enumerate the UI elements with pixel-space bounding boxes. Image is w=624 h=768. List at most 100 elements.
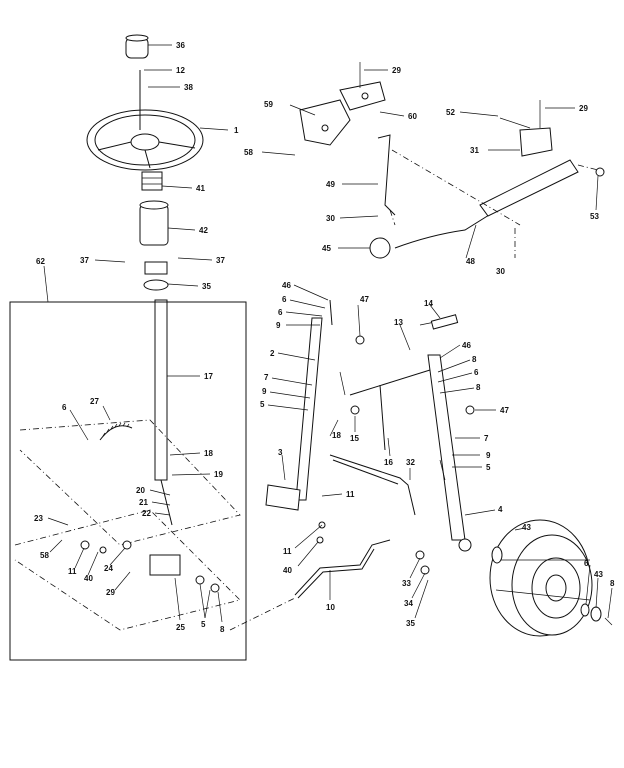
callout: 36 — [176, 41, 185, 50]
callout-numbers: 36 12 38 1 41 42 37 37 35 62 17 6 27 18 … — [34, 41, 615, 634]
drag-link — [329, 454, 430, 575]
callout: 27 — [90, 397, 99, 406]
lower-shaft-parts — [80, 540, 220, 593]
callout: 8 — [220, 625, 225, 634]
callout: 37 — [80, 256, 89, 265]
callout: 49 — [326, 180, 335, 189]
callout: 29 — [392, 66, 401, 75]
callout: 31 — [470, 146, 479, 155]
callout: 16 — [384, 458, 393, 467]
callout: 14 — [424, 299, 433, 308]
drag-link-rod — [369, 134, 506, 259]
callout: 21 — [139, 498, 148, 507]
steering-sector-gear — [99, 422, 133, 441]
tie-rod-assembly — [349, 314, 459, 451]
middle-right-leaders — [267, 284, 613, 619]
callout: 4 — [498, 505, 503, 514]
leader-lines — [43, 44, 229, 623]
callout: 59 — [264, 100, 273, 109]
callout: 32 — [406, 458, 415, 467]
callout: 46 — [282, 281, 291, 290]
steering-wheel — [86, 70, 204, 171]
callout: 8 — [476, 383, 481, 392]
callout: 47 — [360, 295, 369, 304]
callout: 9 — [262, 387, 267, 396]
steering-shaft — [154, 299, 173, 526]
callout: 37 — [216, 256, 225, 265]
callout: 48 — [466, 257, 475, 266]
callout: 1 — [234, 126, 239, 135]
callout: 58 — [244, 148, 253, 157]
callout: 30 — [326, 214, 335, 223]
callout: 35 — [406, 619, 415, 628]
callout: 23 — [34, 514, 43, 523]
steering-wheel-cap — [125, 34, 149, 59]
callout: 52 — [446, 108, 455, 117]
steering-link — [294, 521, 391, 599]
steering-assembly-box — [9, 301, 247, 661]
callout: 5 — [260, 400, 265, 409]
callout: 8 — [472, 355, 477, 364]
callout: 18 — [332, 431, 341, 440]
callout: 5 — [486, 463, 491, 472]
steering-adapter — [141, 171, 163, 191]
callout: 3 — [278, 448, 283, 457]
callout: 22 — [142, 509, 151, 518]
callout: 43 — [594, 570, 603, 579]
mounting-plate — [14, 419, 241, 631]
callout: 6 — [282, 295, 287, 304]
callout: 6 — [278, 308, 283, 317]
steering-bushing — [143, 261, 169, 291]
callout: 29 — [579, 104, 588, 113]
callout: 15 — [350, 434, 359, 443]
callout: 9 — [486, 451, 491, 460]
callout: 38 — [184, 83, 193, 92]
connection-dash-line — [229, 597, 296, 631]
right-spindle — [427, 354, 475, 552]
top-right-leaders — [261, 69, 599, 259]
callout: 11 — [68, 567, 77, 576]
callout: 34 — [404, 599, 413, 608]
callout: 9 — [276, 321, 281, 330]
callout: 6 — [62, 403, 67, 412]
callout: 12 — [176, 66, 185, 75]
callout: 25 — [176, 623, 185, 632]
callout: 20 — [136, 486, 145, 495]
callout: 45 — [322, 244, 331, 253]
callout: 40 — [283, 566, 292, 575]
callout: 46 — [462, 341, 471, 350]
callout: 62 — [36, 257, 45, 266]
axle-arm — [479, 100, 605, 217]
callout: 19 — [214, 470, 223, 479]
steering-column-housing — [139, 200, 169, 246]
callout: 30 — [496, 267, 505, 276]
callout: 29 — [106, 588, 115, 597]
callout: 58 — [40, 551, 49, 560]
callout: 13 — [394, 318, 403, 327]
callout: 8 — [610, 579, 615, 588]
callout: 6 — [474, 368, 479, 377]
callout: 18 — [204, 449, 213, 458]
callout: 7 — [484, 434, 489, 443]
callout: 40 — [84, 574, 93, 583]
callout: 53 — [590, 212, 599, 221]
callout: 2 — [270, 349, 275, 358]
callout: 11 — [283, 547, 292, 556]
callout: 7 — [264, 373, 269, 382]
callout: 41 — [196, 184, 205, 193]
axle-dash-lines — [389, 149, 599, 258]
callout: 5 — [201, 620, 206, 629]
left-spindle — [265, 299, 365, 511]
callout: 6 — [584, 559, 589, 568]
callout: 35 — [202, 282, 211, 291]
callout: 24 — [104, 564, 113, 573]
callout: 47 — [500, 406, 509, 415]
callout: 33 — [402, 579, 411, 588]
front-wheel — [489, 519, 613, 637]
callout: 43 — [522, 523, 531, 532]
callout: 60 — [408, 112, 417, 121]
callout: 42 — [199, 226, 208, 235]
callout: 11 — [346, 490, 355, 499]
callout: 17 — [204, 372, 213, 381]
